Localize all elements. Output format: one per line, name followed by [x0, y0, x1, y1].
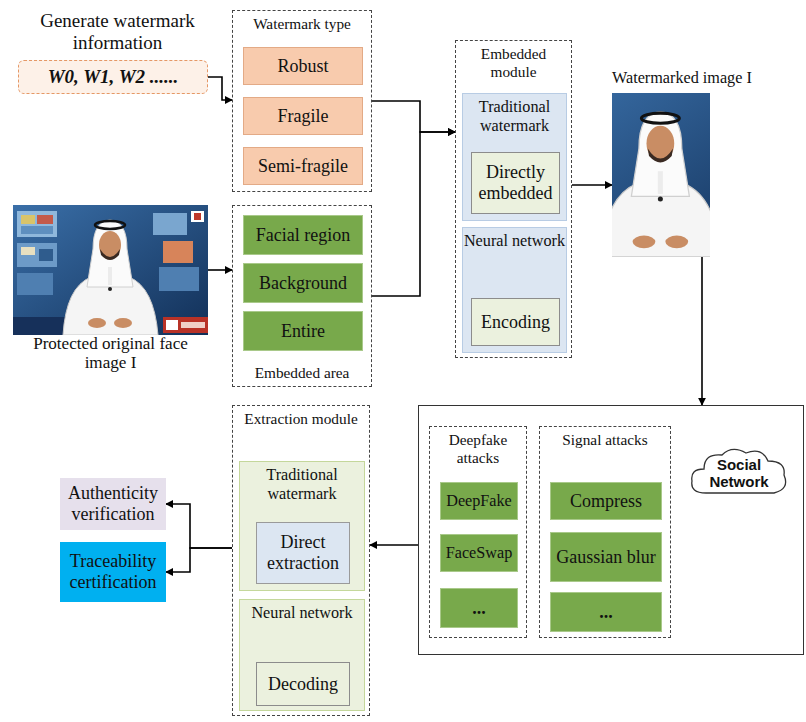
- group-box: Deepfake attacksDeepFakeFaceSwap...: [429, 426, 527, 638]
- node-text: Fragile: [278, 106, 329, 127]
- node-text: Encoding: [481, 312, 550, 333]
- node-text: Signal attacks: [540, 431, 670, 449]
- attack-box: ...: [440, 588, 518, 628]
- node-text: Decoding: [268, 674, 338, 695]
- node-text: Protected original face image I: [13, 334, 208, 373]
- node-text: Gaussian blur: [556, 547, 655, 568]
- node-text: Entire: [281, 321, 325, 342]
- node-text: ...: [472, 598, 486, 619]
- flow-arrow: [166, 504, 232, 548]
- node-text: DeepFake: [446, 492, 512, 511]
- node-text: Direct extraction: [261, 532, 345, 573]
- flow-arrow: [208, 269, 232, 271]
- node-text: Traceability certification: [64, 551, 162, 592]
- process-box: Encoding: [471, 298, 560, 346]
- group-box: Embedded area Facial regionBackgroundEnti…: [232, 205, 372, 387]
- caption-label: Generate watermark information: [5, 10, 230, 54]
- watermark-info-box: W0, W1, W2 ......: [18, 60, 208, 94]
- group-box: Signal attacksCompressGaussian blur...: [539, 426, 671, 638]
- flow-arrow: [370, 544, 418, 546]
- attack-box: DeepFake: [440, 482, 518, 520]
- node-text: Social Network: [694, 456, 784, 491]
- attack-box: FaceSwap: [440, 534, 518, 572]
- node-text: Watermarked image I: [612, 69, 806, 88]
- node-text: Semi-fragile: [258, 156, 348, 177]
- node-text: Neural network: [463, 232, 566, 251]
- attack-box: Gaussian blur: [550, 532, 662, 582]
- area-box: Background: [243, 263, 363, 303]
- node-text: Deepfake attacks: [430, 431, 526, 466]
- method-box: Neural networkDecoding: [239, 599, 365, 711]
- node-text: W0, W1, W2 ......: [48, 66, 179, 88]
- result-box: Traceability certification: [60, 542, 166, 602]
- node-text: Robust: [277, 56, 328, 77]
- flow-arrow: [572, 184, 612, 186]
- type-box: Fragile: [243, 97, 363, 135]
- node-text: ...: [599, 602, 613, 623]
- node-text: Facial region: [256, 225, 350, 246]
- node-text: Traditional watermark: [240, 466, 364, 503]
- result-box: Authenticity verification: [60, 478, 166, 530]
- process-box: Directly embedded: [471, 152, 560, 214]
- node-text: Compress: [570, 491, 642, 512]
- face-image: [13, 205, 208, 335]
- flow-arrow: [372, 101, 455, 132]
- node-text: FaceSwap: [446, 544, 513, 563]
- type-box: Semi-fragile: [243, 147, 363, 185]
- node-text: Background: [259, 273, 347, 294]
- module-box: Extraction moduleTraditional watermarkDi…: [232, 405, 370, 716]
- node-text: Directly embedded: [476, 162, 555, 203]
- node-text: Embedded area: [233, 364, 371, 382]
- node-text: Traditional watermark: [463, 98, 566, 135]
- process-box: Decoding: [256, 662, 350, 706]
- network-box: Social Network Deepfake attacksDeepFakeFa…: [418, 405, 804, 655]
- flow-arrow: [208, 77, 232, 100]
- flow-arrow: [701, 257, 703, 405]
- flow-arrow: [372, 132, 455, 296]
- area-box: Facial region: [243, 215, 363, 255]
- type-box: Robust: [243, 47, 363, 85]
- node-text: Embedded module: [456, 45, 571, 80]
- watermarked-image: [612, 93, 710, 257]
- image-node: Watermarked image I: [612, 65, 806, 257]
- node-text: Neural network: [240, 604, 364, 623]
- node-text: Extraction module: [233, 410, 369, 428]
- flow-arrow: [166, 548, 232, 572]
- method-box: Neural networkEncoding: [462, 227, 567, 353]
- process-box: Direct extraction: [256, 522, 350, 584]
- node-text: Authenticity verification: [64, 483, 162, 524]
- attack-box: ...: [550, 592, 662, 632]
- image-node: Protected original face image I: [13, 205, 208, 377]
- method-box: Traditional watermarkDirectly embedded: [462, 93, 567, 221]
- group-box: Watermark typeRobustFragileSemi-fragile: [232, 10, 372, 192]
- attack-box: Compress: [550, 482, 662, 520]
- area-box: Entire: [243, 311, 363, 351]
- method-box: Traditional watermarkDirect extraction: [239, 461, 365, 591]
- module-box: Embedded moduleTraditional watermarkDire…: [455, 40, 572, 358]
- node-text: Watermark type: [233, 15, 371, 33]
